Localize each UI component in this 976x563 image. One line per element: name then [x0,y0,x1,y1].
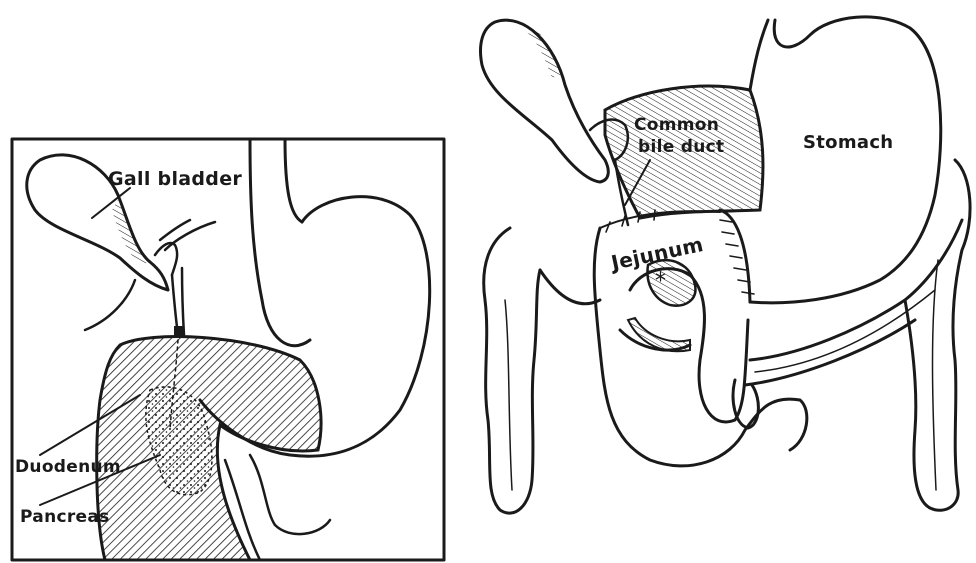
jejunum-bulb [733,380,758,428]
colon-right [905,160,970,510]
left-panel-normal-anatomy: Gall bladder Duodenum Pancreas [12,139,444,560]
stomach-right-outline [750,17,941,303]
colon-right-band [933,260,939,490]
bile-duct-junction [174,326,184,338]
stomach-right-inner [720,210,750,302]
hepatic-ducts [160,220,215,250]
colon-left [484,228,540,513]
asterisk-marker: * [655,269,666,294]
anastomosis-suture-line [600,211,720,228]
common-bile-duct [172,268,184,335]
stomach-right-lesser [750,20,768,90]
lower-bowel-loop [250,455,330,534]
label-pancreas: Pancreas [20,507,110,527]
transverse-colon [540,220,962,360]
label-duodenum: Duodenum [15,457,121,477]
colon-left-band [505,300,512,490]
label-gall-bladder: Gall bladder [108,168,242,190]
stomach-lesser-curve [262,300,310,346]
duodenal-stump [628,318,690,351]
label-bile-duct: bile duct [638,137,724,157]
label-stomach: Stomach [803,132,893,153]
right-panel-surgical-anatomy: * Common bile duct Stomach Jejunum [481,17,971,513]
label-common: Common [634,115,719,135]
gall-bladder-right-hatch [525,25,560,78]
liver-edge [85,280,135,330]
transverse-colon-lower [620,320,915,385]
esophagus [250,139,302,300]
